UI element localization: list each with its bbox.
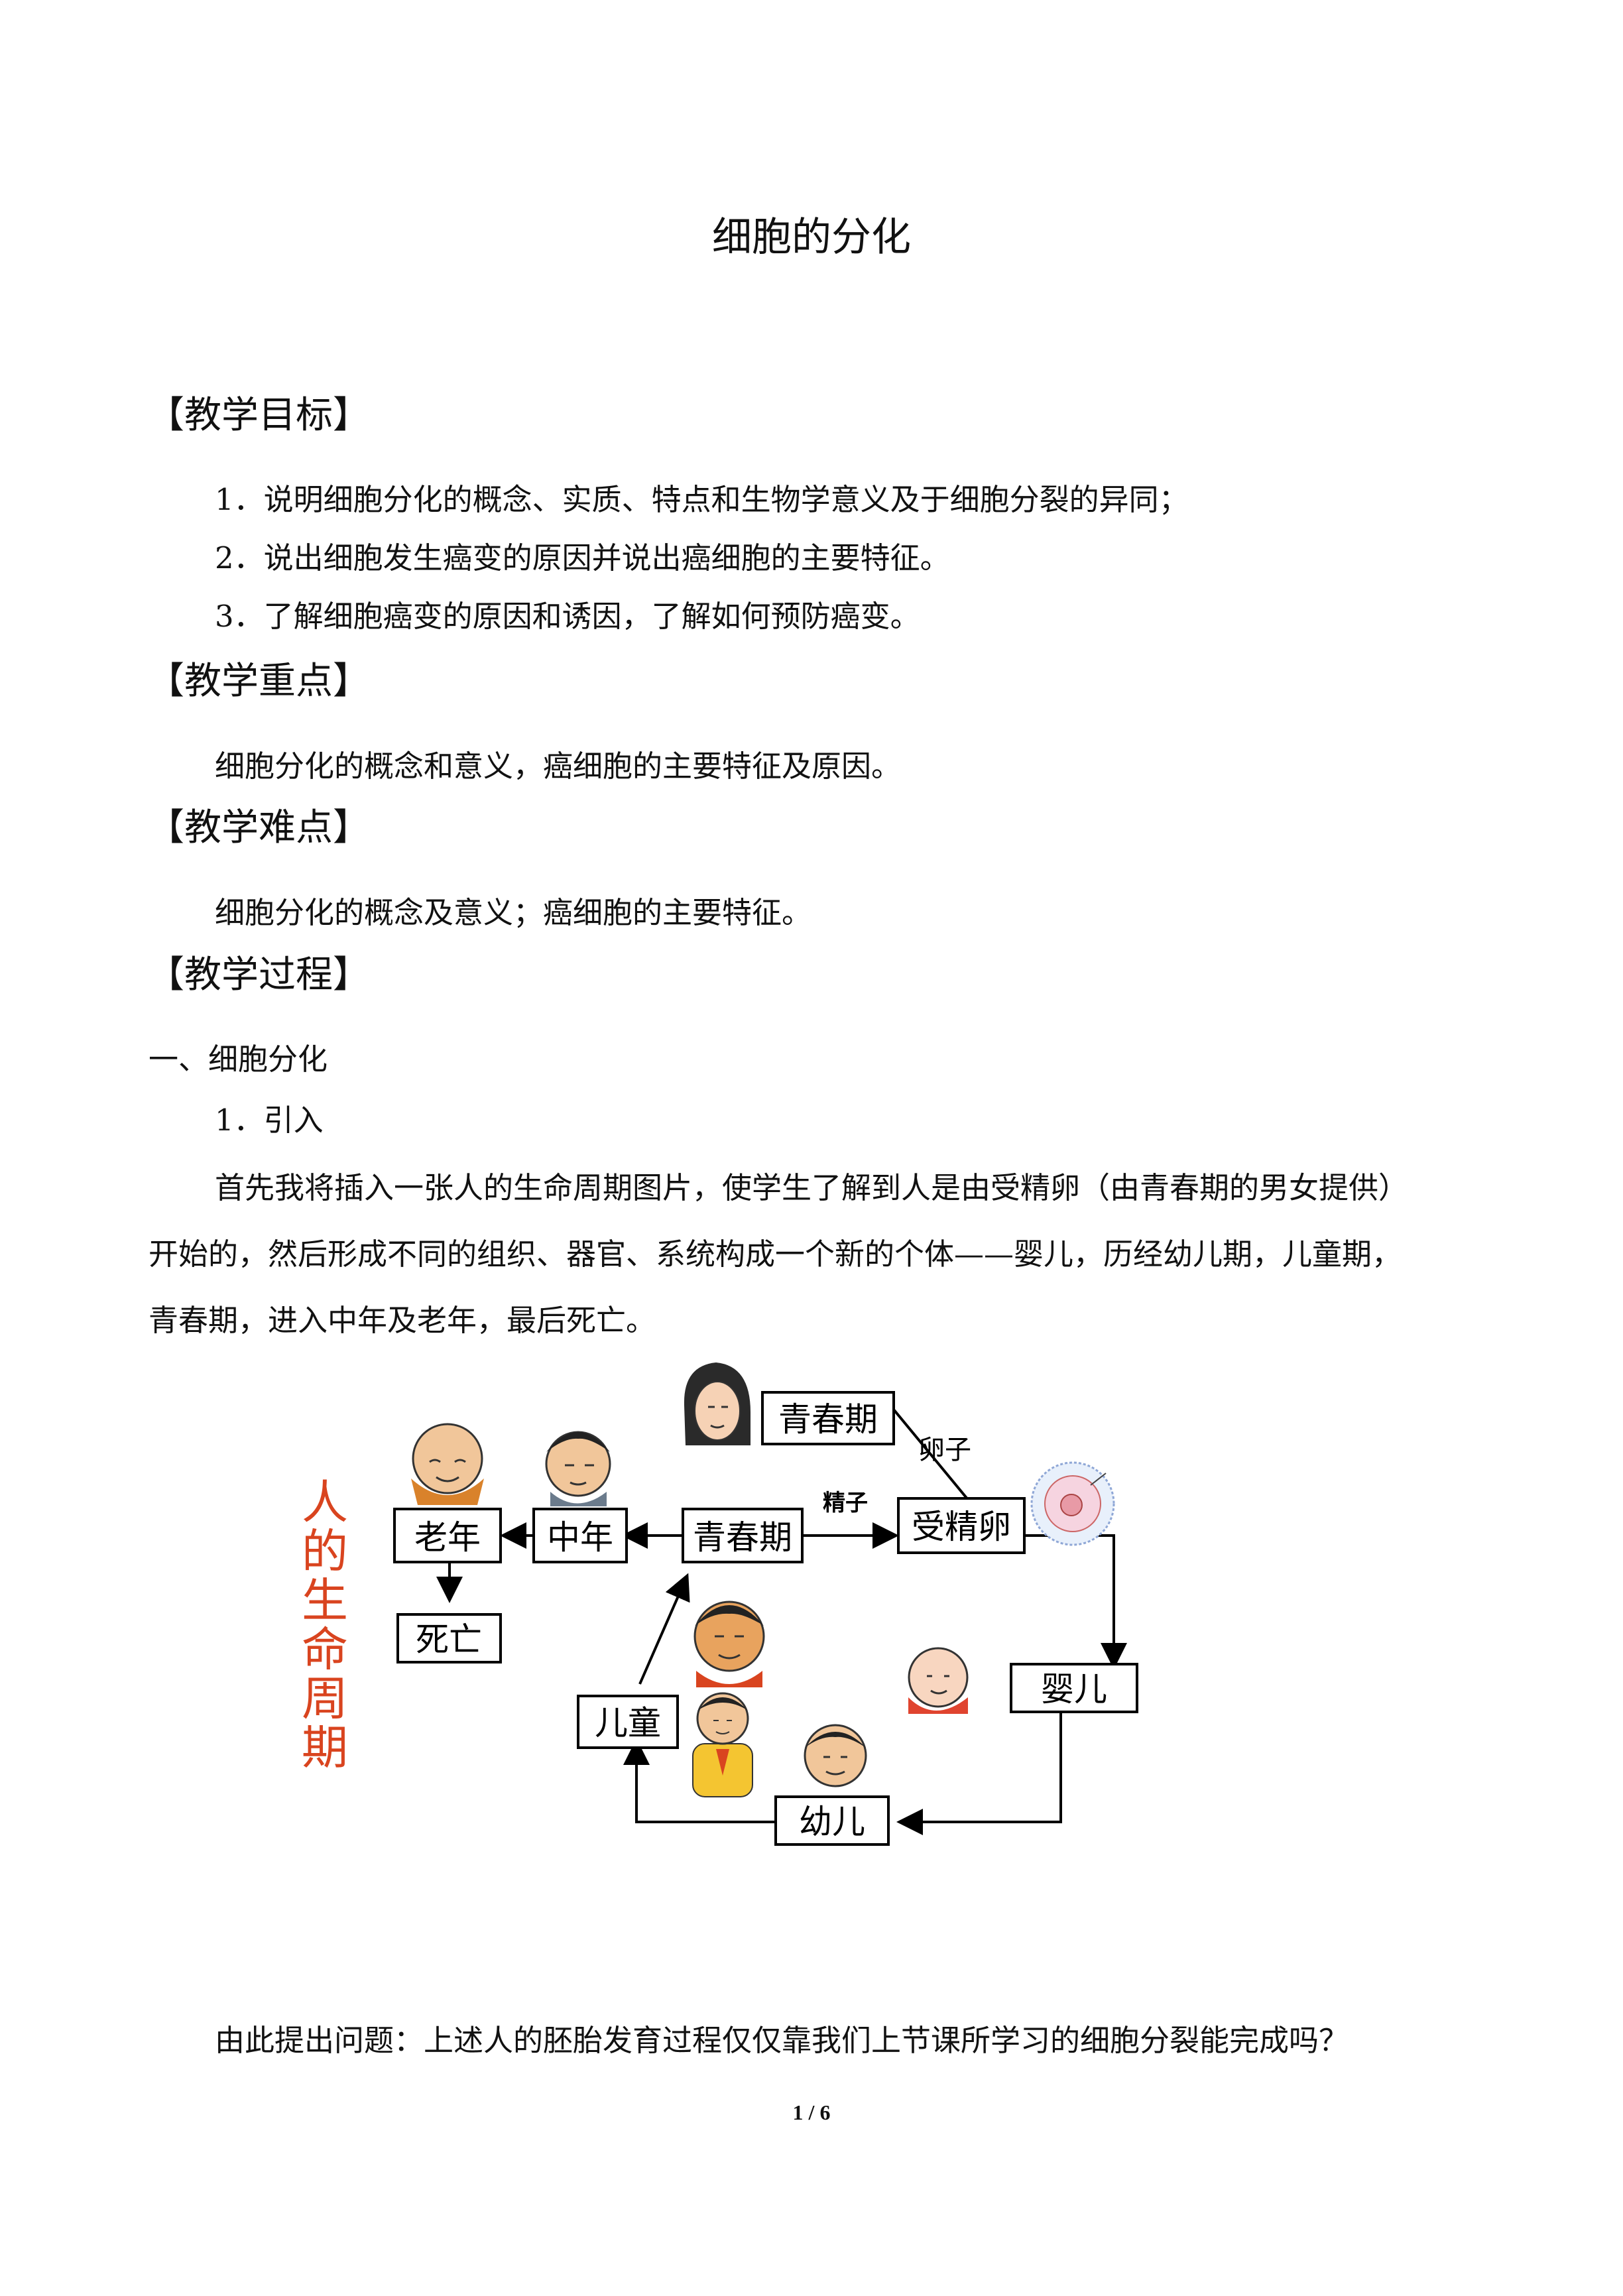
arrow-infant-to-toddler	[896, 1704, 1062, 1835]
arrow-zygote-to-infant	[958, 1534, 1127, 1669]
arrow-toddler-to-child	[623, 1738, 776, 1823]
box-death	[396, 1613, 502, 1663]
label-infant: 婴儿	[1041, 1671, 1107, 1708]
face-young-man	[693, 1601, 765, 1687]
intro-line-2: 开始的，然后形成不同的组织、器官、系统构成一个新的个体——婴儿，历经幼儿期，儿童…	[149, 1237, 1402, 1272]
label-death: 死亡	[416, 1621, 482, 1658]
label-toddler: 幼儿	[799, 1803, 865, 1841]
objective-item-3: 3．了解细胞癌变的原因和诱因，了解如何预防癌变。	[215, 599, 920, 634]
difficulties-text: 细胞分化的概念及意义；癌细胞的主要特征。	[215, 895, 812, 930]
question-paragraph: 由此提出问题：上述人的胚胎发育过程仅仅靠我们上节课所学习的细胞分裂能完成吗？	[215, 2023, 1349, 2058]
zygote-cell-illustration	[1030, 1461, 1115, 1546]
label-old-age: 老年	[414, 1519, 481, 1556]
side-title-char: 生	[302, 1576, 348, 1627]
label-child: 儿童	[595, 1705, 661, 1742]
heading-difficulties: 【教学难点】	[147, 806, 370, 849]
box-toddler	[774, 1795, 890, 1846]
objective-item-1: 1．说明细胞分化的概念、实质、特点和生物学意义及于细胞分裂的异同；	[215, 482, 1189, 517]
side-title-char: 期	[302, 1723, 348, 1774]
face-infant	[908, 1647, 969, 1714]
life-cycle-diagram: 人 的 生 命 周 期 青春期 青春期 中年 老年 死亡 受精卵	[302, 1362, 1138, 1846]
document-title: 细胞的分化	[712, 214, 911, 261]
face-young-woman	[684, 1362, 751, 1445]
label-youth-female: 青春期	[778, 1401, 878, 1438]
heading-process: 【教学过程】	[147, 953, 370, 997]
intro-line-1: 首先我将插入一张人的生命周期图片，使学生了解到人是由受精卵（由青春期的男女提供）	[215, 1170, 1409, 1205]
side-title-char: 周	[302, 1674, 348, 1725]
box-infant	[1010, 1663, 1138, 1713]
connector-female-to-zygote	[892, 1408, 979, 1513]
arrow-child-to-youth	[638, 1573, 690, 1685]
page-number: 1 / 6	[792, 2100, 831, 2124]
side-title-char: 的	[302, 1527, 348, 1578]
process-step-1: 1．引入	[215, 1103, 324, 1138]
label-sperm: 精子	[823, 1490, 868, 1516]
box-youth-male	[682, 1508, 804, 1563]
side-title-char: 人	[302, 1478, 348, 1529]
label-egg: 卵子	[918, 1435, 971, 1465]
box-youth-female	[761, 1391, 895, 1445]
side-title: 人 的 生 命 周 期	[302, 1478, 348, 1774]
intro-line-3: 青春期，进入中年及老年，最后死亡。	[149, 1303, 656, 1338]
objective-item-2: 2．说出细胞发生癌变的原因并说出癌细胞的主要特征。	[215, 540, 950, 575]
face-toddler	[804, 1724, 867, 1787]
side-title-char: 命	[302, 1625, 348, 1676]
face-child	[692, 1692, 753, 1797]
process-part-1: 一、细胞分化	[149, 1042, 328, 1077]
label-youth-male: 青春期	[693, 1519, 792, 1556]
box-zygote	[897, 1497, 1026, 1554]
box-middle-age	[532, 1508, 628, 1563]
label-middle-age: 中年	[547, 1519, 613, 1556]
face-middle-aged-man	[545, 1431, 611, 1506]
label-zygote: 受精卵	[912, 1508, 1011, 1545]
key-points-text: 细胞分化的概念和意义，癌细胞的主要特征及原因。	[215, 749, 902, 784]
heading-key-points: 【教学重点】	[147, 660, 370, 703]
intro-paragraph: 首先我将插入一张人的生命周期图片，使学生了解到人是由受精卵（由青春期的男女提供）…	[149, 1155, 1474, 1354]
box-old-age	[393, 1508, 502, 1563]
face-old-man	[411, 1423, 484, 1505]
box-child	[577, 1695, 679, 1749]
heading-objectives: 【教学目标】	[147, 394, 370, 437]
